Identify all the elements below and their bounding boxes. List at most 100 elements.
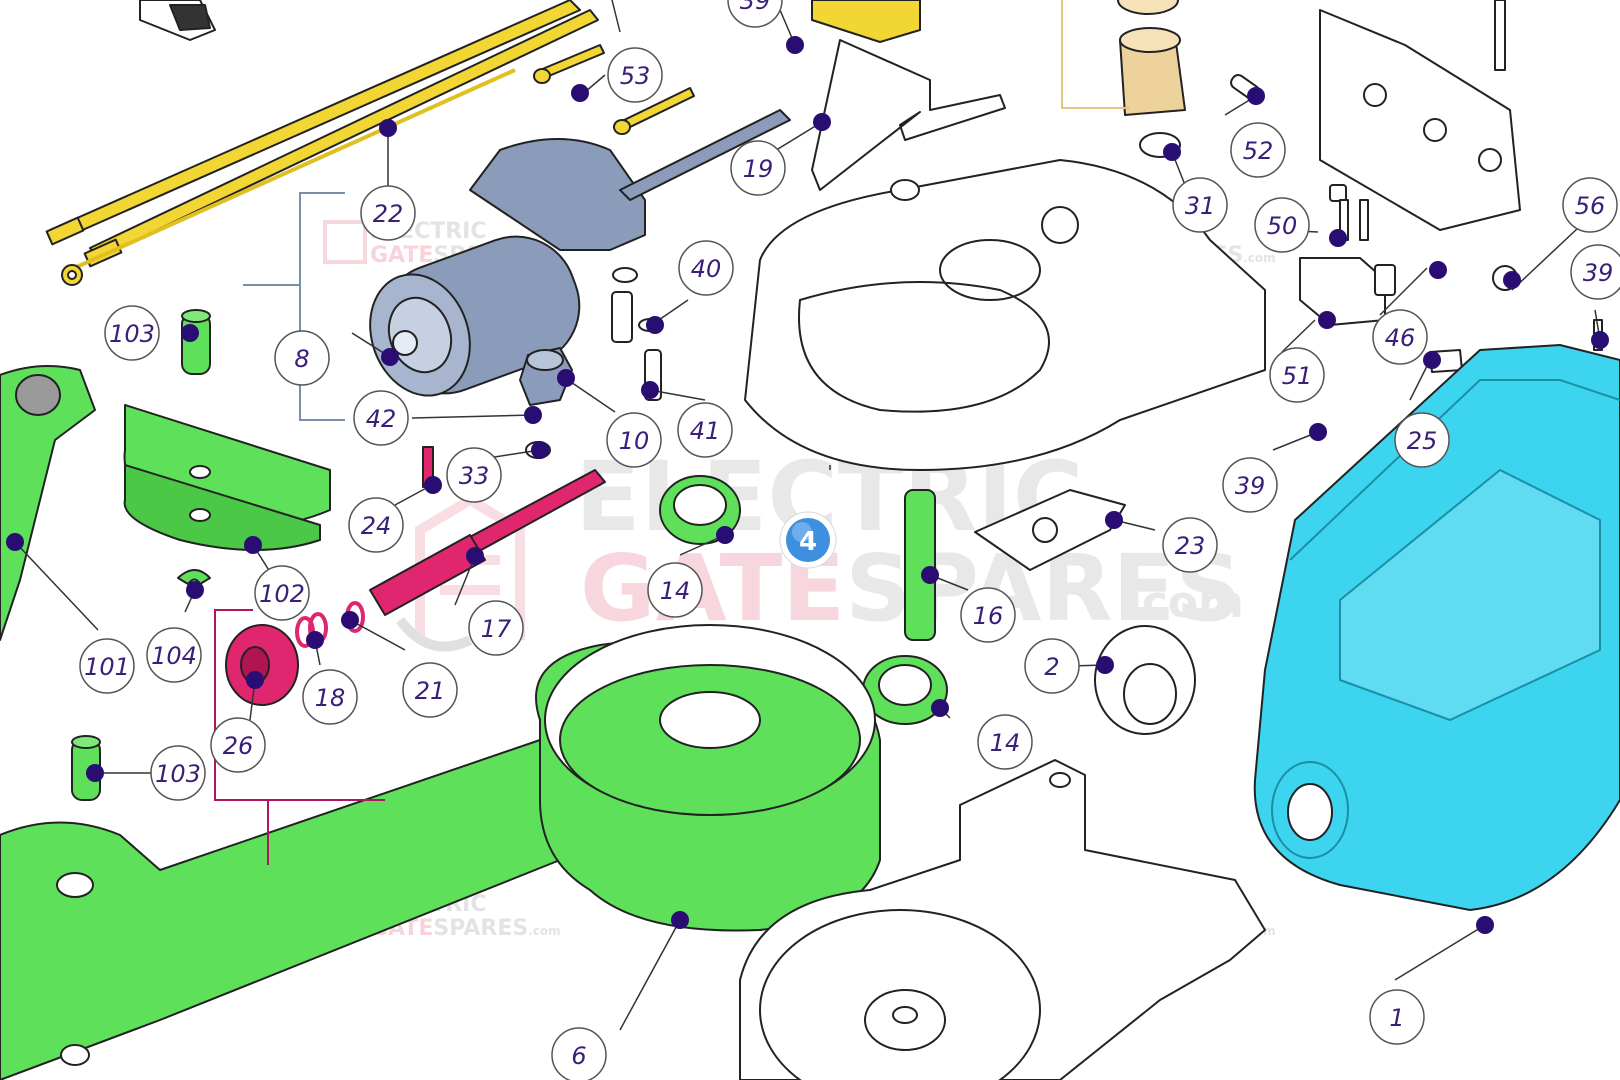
callout-dot xyxy=(1247,87,1265,105)
housing-cover-part xyxy=(1253,344,1620,911)
clutch-part xyxy=(225,624,299,706)
callout-dot xyxy=(379,119,397,137)
selected-part-badge[interactable]: 4 xyxy=(779,511,837,569)
group-bracket-motor xyxy=(243,192,345,421)
callout-dot xyxy=(244,536,262,554)
callout-circle xyxy=(730,140,786,196)
callout-dot xyxy=(557,369,575,387)
callout-c22[interactable]: 22 xyxy=(360,119,416,241)
callout-c101[interactable]: 101 xyxy=(6,533,135,694)
callout-dot xyxy=(1163,143,1181,161)
callout-c39b[interactable]: 39 xyxy=(1570,244,1620,349)
green-pin-bottom-cap-part xyxy=(71,735,101,749)
callout-circle xyxy=(150,745,206,801)
callout-dot xyxy=(246,671,264,689)
callout-number: 18 xyxy=(315,684,346,712)
callout-number: 14 xyxy=(990,729,1021,757)
callout-c104[interactable]: 104 xyxy=(146,581,204,683)
callout-c21[interactable]: 21 xyxy=(341,611,458,718)
main-arm-part xyxy=(0,624,881,1080)
callout-c18[interactable]: 18 xyxy=(302,631,358,725)
callout-circle xyxy=(274,330,330,386)
callout-c6[interactable]: 6 xyxy=(551,911,689,1080)
cap-part xyxy=(1094,625,1196,735)
callout-dot xyxy=(813,113,831,131)
callout-c25[interactable]: 25 xyxy=(1394,351,1450,468)
watermark-small-1-line2-left: GATE xyxy=(370,243,433,268)
callout-c23[interactable]: 23 xyxy=(1105,511,1218,573)
callout-c39c[interactable]: 39 xyxy=(1222,423,1327,513)
callout-c24[interactable]: 24 xyxy=(348,476,442,553)
callout-c19[interactable]: 19 xyxy=(730,113,831,196)
callout-dot xyxy=(306,631,324,649)
callout-circle xyxy=(1162,517,1218,573)
bracket-part xyxy=(811,39,1006,191)
green-arm-left-part xyxy=(0,365,96,641)
callout-c41[interactable]: 41 xyxy=(641,381,733,458)
callout-dot xyxy=(671,911,689,929)
callout-c42[interactable]: 42 xyxy=(353,390,542,446)
callout-c14b[interactable]: 14 xyxy=(931,699,1033,770)
watermark-small-2-suffix: .com xyxy=(1243,251,1275,265)
callout-dot xyxy=(1105,511,1123,529)
callout-number: 39 xyxy=(740,0,771,15)
callout-c33[interactable]: 33 xyxy=(446,441,549,503)
callout-c10[interactable]: 10 xyxy=(557,369,662,468)
callout-dot xyxy=(524,406,542,424)
watermark-small-3-line2-right: SPARES xyxy=(433,916,528,941)
callout-dot xyxy=(424,476,442,494)
callout-c16[interactable]: 16 xyxy=(921,566,1016,643)
callout-c14a[interactable]: 14 xyxy=(647,526,734,618)
callout-dot xyxy=(1429,261,1447,279)
callout-c50[interactable]: 50 xyxy=(1254,197,1347,253)
callout-dot xyxy=(181,324,199,342)
callout-dot xyxy=(921,566,939,584)
callout-c2[interactable]: 2 xyxy=(1024,638,1114,694)
callout-c31[interactable]: 31 xyxy=(1163,143,1228,233)
callout-c40[interactable]: 40 xyxy=(646,240,734,334)
callout-circle xyxy=(254,565,310,621)
callout-number: 102 xyxy=(259,580,305,608)
terminal-block-part xyxy=(1299,184,1396,326)
callout-dot xyxy=(381,348,399,366)
callout-c39a[interactable]: 39 xyxy=(727,0,804,54)
pinion-drive-part xyxy=(1061,0,1186,116)
callout-circle xyxy=(79,638,135,694)
callout-c102[interactable]: 102 xyxy=(244,536,310,621)
callout-dot xyxy=(646,316,664,334)
callout-number: 2 xyxy=(1044,653,1059,681)
callout-c103a[interactable]: 103 xyxy=(104,305,199,361)
bearing-upper-part xyxy=(659,475,741,545)
callout-dot xyxy=(466,547,484,565)
mounting-bracket-part xyxy=(1319,0,1521,231)
callout-dot xyxy=(716,526,734,544)
callout-c46[interactable]: 46 xyxy=(1372,261,1447,365)
callout-c1[interactable]: 1 xyxy=(1369,916,1494,1045)
callout-c26[interactable]: 26 xyxy=(210,671,266,773)
callout-number: 6 xyxy=(571,1042,586,1070)
callout-circle xyxy=(1570,244,1620,300)
callout-circle xyxy=(1369,989,1425,1045)
callout-number: 101 xyxy=(84,653,130,681)
callout-c52[interactable]: 52 xyxy=(1230,87,1286,178)
callout-c51[interactable]: 51 xyxy=(1269,311,1336,403)
callout-number: 14 xyxy=(660,577,691,605)
callout-circle xyxy=(1024,638,1080,694)
callout-number: 21 xyxy=(415,677,446,705)
callout-circle xyxy=(607,47,663,103)
callout-dot xyxy=(1476,916,1494,934)
callout-c17[interactable]: 17 xyxy=(466,547,524,656)
callout-number: 52 xyxy=(1243,137,1274,165)
callout-c8[interactable]: 8 xyxy=(274,330,399,386)
callout-number: 39 xyxy=(1235,472,1266,500)
callout-number: 22 xyxy=(373,200,404,228)
callout-c103b[interactable]: 103 xyxy=(86,745,206,801)
callout-circle xyxy=(960,587,1016,643)
callout-c56[interactable]: 56 xyxy=(1503,177,1618,289)
pinion-gear-part xyxy=(519,347,573,406)
callout-number: 25 xyxy=(1407,427,1438,455)
callout-circle xyxy=(606,412,662,468)
callout-circle xyxy=(348,497,404,553)
callout-c53[interactable]: 53 xyxy=(571,47,663,103)
